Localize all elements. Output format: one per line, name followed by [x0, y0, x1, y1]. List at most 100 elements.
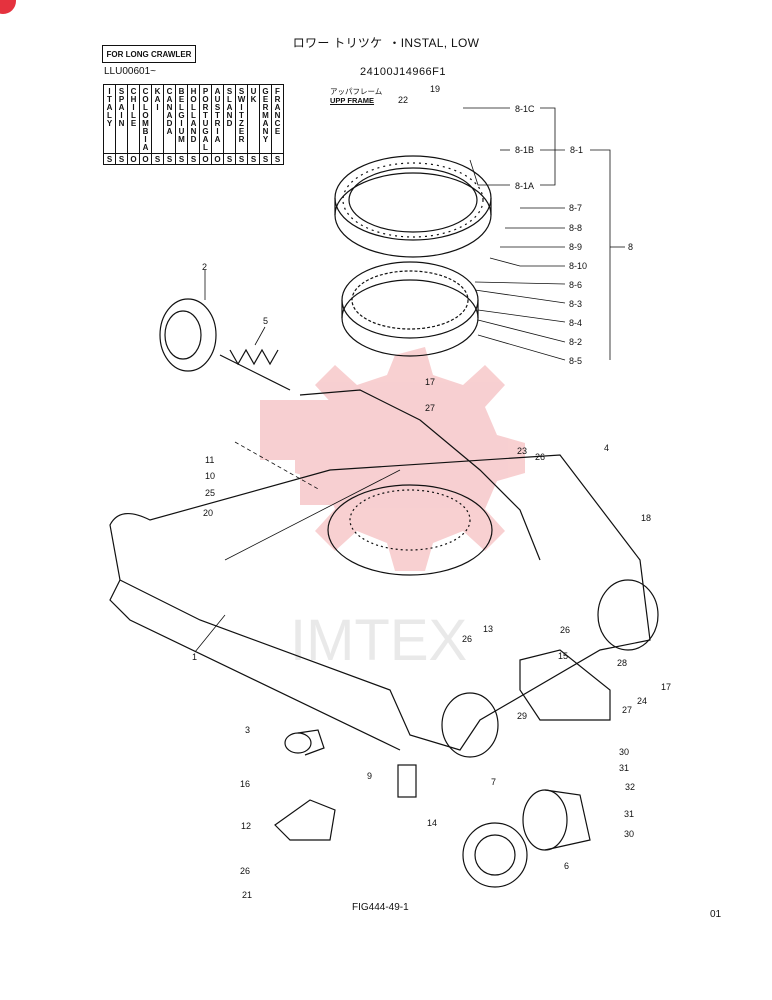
serial-range: LLU00601~ — [104, 66, 156, 77]
callout-20: 20 — [203, 508, 213, 518]
callout-8-9: 8-9 — [569, 242, 582, 252]
callout-8-6: 8-6 — [569, 280, 582, 290]
callout-10: 10 — [205, 471, 215, 481]
callout-8-1b: 8-1B — [515, 145, 534, 155]
callout-29: 29 — [517, 711, 527, 721]
callout-8-4: 8-4 — [569, 318, 582, 328]
callout-8-3: 8-3 — [569, 299, 582, 309]
callout-26-mid: 26 — [462, 634, 472, 644]
callout-16: 16 — [240, 779, 250, 789]
callout-19: 19 — [430, 84, 440, 94]
figure-reference: FIG444-49-1 — [352, 902, 409, 913]
callout-8-1c: 8-1C — [515, 104, 535, 114]
idler — [159, 298, 217, 372]
callout-17-right: 17 — [661, 682, 671, 692]
callout-14: 14 — [427, 818, 437, 828]
callout-8-7: 8-7 — [569, 203, 582, 213]
callout-7: 7 — [491, 777, 496, 787]
callout-26-right: 26 — [560, 625, 570, 635]
callout-8-10: 8-10 — [569, 261, 587, 271]
country-name: GERMANY — [261, 87, 270, 143]
callout-8-2: 8-2 — [569, 337, 582, 347]
callout-27-right: 27 — [622, 705, 632, 715]
callout-8-5: 8-5 — [569, 356, 582, 366]
slewing-bearing — [334, 155, 492, 258]
callout-25: 25 — [205, 488, 215, 498]
country-applicability-table: ITALY SPAIN CHILE COLOMBIA KAI CANADA BE… — [103, 84, 284, 165]
callout-6: 6 — [564, 861, 569, 871]
callout-24: 24 — [637, 696, 647, 706]
callout-8-1: 8-1 — [570, 145, 583, 155]
country-mark: S — [223, 153, 236, 165]
long-crawler-label: FOR LONG CRAWLER — [102, 45, 196, 63]
callout-21: 21 — [242, 890, 252, 900]
country-name: ITALY — [105, 87, 114, 127]
country-mark: S — [187, 153, 200, 165]
callout-28: 28 — [617, 658, 627, 668]
sprocket — [462, 822, 528, 888]
recoil-spring — [219, 348, 291, 391]
callout-8-1a: 8-1A — [515, 181, 534, 191]
country-mark: S — [259, 153, 272, 165]
callout-1: 1 — [192, 652, 197, 662]
callout-15: 15 — [558, 651, 568, 661]
callout-31-bottom: 31 — [624, 809, 634, 819]
callout-3: 3 — [245, 725, 250, 735]
country-name: COLOMBIA — [141, 87, 150, 151]
callout-8: 8 — [628, 242, 633, 252]
page-title: ロワー トリツケ・INSTAL, LOW — [0, 34, 772, 51]
title-english: ・INSTAL, LOW — [388, 36, 480, 50]
callout-5: 5 — [263, 316, 268, 326]
country-name: KAI — [153, 87, 162, 111]
callout-4: 4 — [604, 443, 609, 453]
cover-plate — [519, 649, 611, 721]
callout-8-8: 8-8 — [569, 223, 582, 233]
upper-frame-note: アッパフレーム UPP FRAME — [330, 87, 382, 105]
country-mark: S — [163, 153, 176, 165]
country-name: AUSTRIA — [213, 87, 222, 143]
center-joint — [397, 764, 417, 798]
country-name: CANADA — [165, 87, 174, 135]
title-japanese: ロワー トリツケ — [292, 36, 383, 50]
carrier-roller — [284, 729, 325, 756]
callout-17-top: 17 — [425, 377, 435, 387]
track-guard — [274, 799, 336, 841]
country-mark-row: S S O O S S S S O O S S S S S — [103, 153, 284, 165]
travel-motor — [522, 789, 591, 851]
internal-gear-ring — [341, 261, 479, 357]
callout-30-top: 30 — [619, 747, 629, 757]
watermark-text: IMTEX — [290, 608, 467, 673]
callout-30-bottom: 30 — [624, 829, 634, 839]
callout-27-top: 27 — [425, 403, 435, 413]
country-name: SLAND — [225, 87, 234, 127]
country-name: SWITZER — [237, 87, 246, 143]
track-frame — [109, 389, 659, 758]
callout-18: 18 — [641, 513, 651, 523]
callout-23: 23 — [517, 446, 527, 456]
country-name: CHILE — [129, 87, 138, 127]
callout-12: 12 — [241, 821, 251, 831]
callout-2: 2 — [202, 262, 207, 272]
part-number: 24100J14966F1 — [360, 66, 447, 78]
country-name: BELGIUM — [177, 87, 186, 143]
callout-labels: 22 19 8-1C 8-1B 8-1 8-1A 8-7 8-8 8-9 8 8… — [192, 84, 671, 900]
callout-22: 22 — [398, 95, 408, 105]
callout-9: 9 — [367, 771, 372, 781]
upper-frame-en: UPP FRAME — [330, 96, 375, 105]
watermark-gear-logo — [260, 347, 525, 571]
country-name: HOLLAND — [189, 87, 198, 143]
callout-11: 11 — [205, 455, 214, 465]
upper-frame-jp: アッパフレーム — [330, 87, 383, 96]
country-name: UK — [249, 87, 258, 103]
callout-26-top: 26 — [535, 452, 545, 462]
country-name: SPAIN — [117, 87, 126, 127]
callout-31-top: 31 — [619, 763, 629, 773]
country-mark: S — [271, 153, 284, 165]
country-name: FRANCE — [273, 87, 282, 135]
country-name: PORTUGAL — [201, 87, 210, 151]
callout-32: 32 — [625, 782, 635, 792]
country-mark: O — [127, 153, 140, 165]
leader-lines — [194, 107, 625, 653]
page-number: 01 — [710, 909, 722, 920]
